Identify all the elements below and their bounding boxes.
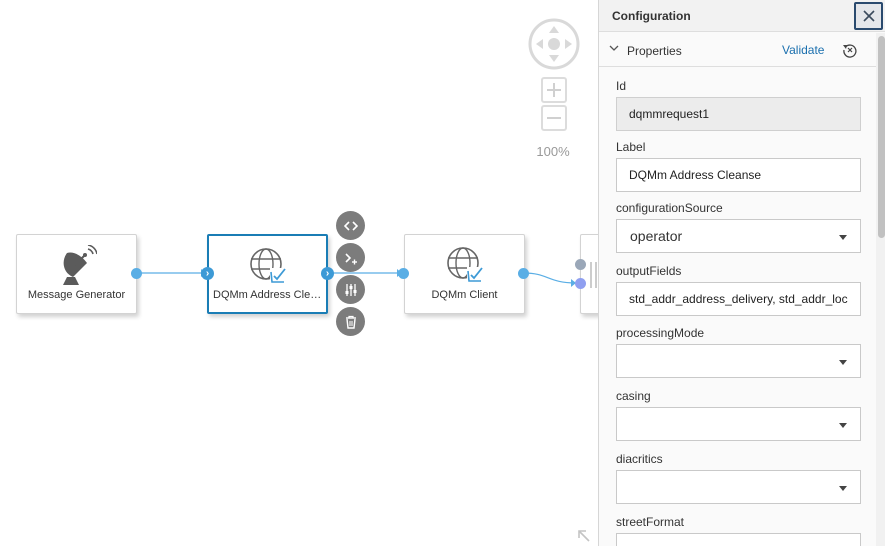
node-message-generator[interactable]: Message Generator: [16, 234, 137, 314]
output-port[interactable]: ›: [321, 267, 334, 280]
node-label: Message Generator: [27, 289, 126, 301]
label-field[interactable]: DQMm Address Cleanse: [616, 158, 861, 192]
drag-handle-icon: [590, 262, 597, 288]
satellite-dish-icon: [57, 244, 98, 290]
processing-mode-label: processingMode: [616, 326, 705, 340]
node-dqmm-address-cleanse[interactable]: DQMm Address Clea...: [207, 234, 328, 314]
code-button[interactable]: [336, 211, 365, 240]
caret-down-icon: [839, 486, 847, 491]
output-fields-field[interactable]: std_addr_address_delivery, std_addr_loc: [616, 282, 861, 316]
pan-control-icon[interactable]: [528, 18, 580, 70]
graph-canvas[interactable]: Message Generator DQMm Address Clea... ›…: [0, 0, 598, 546]
config-source-label: configurationSource: [616, 201, 723, 215]
diacritics-select[interactable]: [616, 470, 861, 504]
close-icon: [862, 10, 875, 22]
input-port[interactable]: ›: [201, 267, 214, 280]
terminal-icon: [344, 252, 357, 264]
output-port[interactable]: [131, 268, 142, 279]
chevron-down-icon: [609, 45, 619, 51]
collapse-arrow-icon[interactable]: [576, 528, 592, 544]
delete-button[interactable]: [336, 307, 365, 336]
scrollbar-thumb[interactable]: [878, 36, 885, 238]
section-title: Properties: [627, 44, 682, 58]
panel-header: Configuration: [599, 0, 885, 32]
reset-icon[interactable]: [842, 42, 858, 58]
panel-title: Configuration: [612, 9, 691, 23]
sliders-icon: [345, 283, 356, 296]
output-port[interactable]: [518, 268, 529, 279]
arrowhead-icon: [571, 279, 576, 287]
input-port[interactable]: [575, 259, 586, 270]
processing-mode-select[interactable]: [616, 344, 861, 378]
connection-line: [523, 272, 577, 284]
caret-down-icon: [839, 235, 847, 240]
zoom-out-button[interactable]: [541, 105, 567, 131]
caret-down-icon: [839, 423, 847, 428]
caret-down-icon: [839, 360, 847, 365]
code-icon: [343, 220, 358, 231]
zoom-level: 100%: [536, 144, 570, 159]
node-label: DQMm Address Clea...: [213, 289, 326, 301]
id-field: dqmmrequest1: [616, 97, 861, 131]
globe-check-icon: [248, 246, 288, 291]
globe-check-icon: [445, 245, 485, 290]
minus-icon: [547, 117, 561, 119]
input-port[interactable]: [398, 268, 409, 279]
output-fields-label: outputFields: [616, 264, 682, 278]
zoom-in-button[interactable]: [541, 77, 567, 103]
plus-icon: [547, 83, 561, 97]
node-label: DQMm Client: [431, 289, 498, 301]
close-button[interactable]: [854, 2, 883, 30]
select-value: operator: [630, 228, 683, 244]
label-label: Label: [616, 140, 646, 154]
trash-icon: [345, 315, 356, 329]
properties-section-header[interactable]: Properties Validate: [599, 33, 876, 67]
configure-button[interactable]: [336, 275, 365, 304]
validate-link[interactable]: Validate: [782, 43, 825, 57]
input-port[interactable]: [575, 278, 586, 289]
scrollbar-track[interactable]: [876, 33, 885, 546]
config-source-select[interactable]: operator: [616, 219, 861, 253]
street-format-label: streetFormat: [616, 515, 685, 529]
id-label: Id: [616, 79, 627, 93]
casing-select[interactable]: [616, 407, 861, 441]
diacritics-label: diacritics: [616, 452, 663, 466]
node-partial[interactable]: [580, 234, 598, 314]
terminal-button[interactable]: [336, 243, 365, 272]
casing-label: casing: [616, 389, 651, 403]
configuration-panel: Configuration Properties Validate Id dqm…: [598, 0, 885, 546]
street-format-field[interactable]: [616, 533, 861, 546]
node-dqmm-client[interactable]: DQMm Client: [404, 234, 525, 314]
